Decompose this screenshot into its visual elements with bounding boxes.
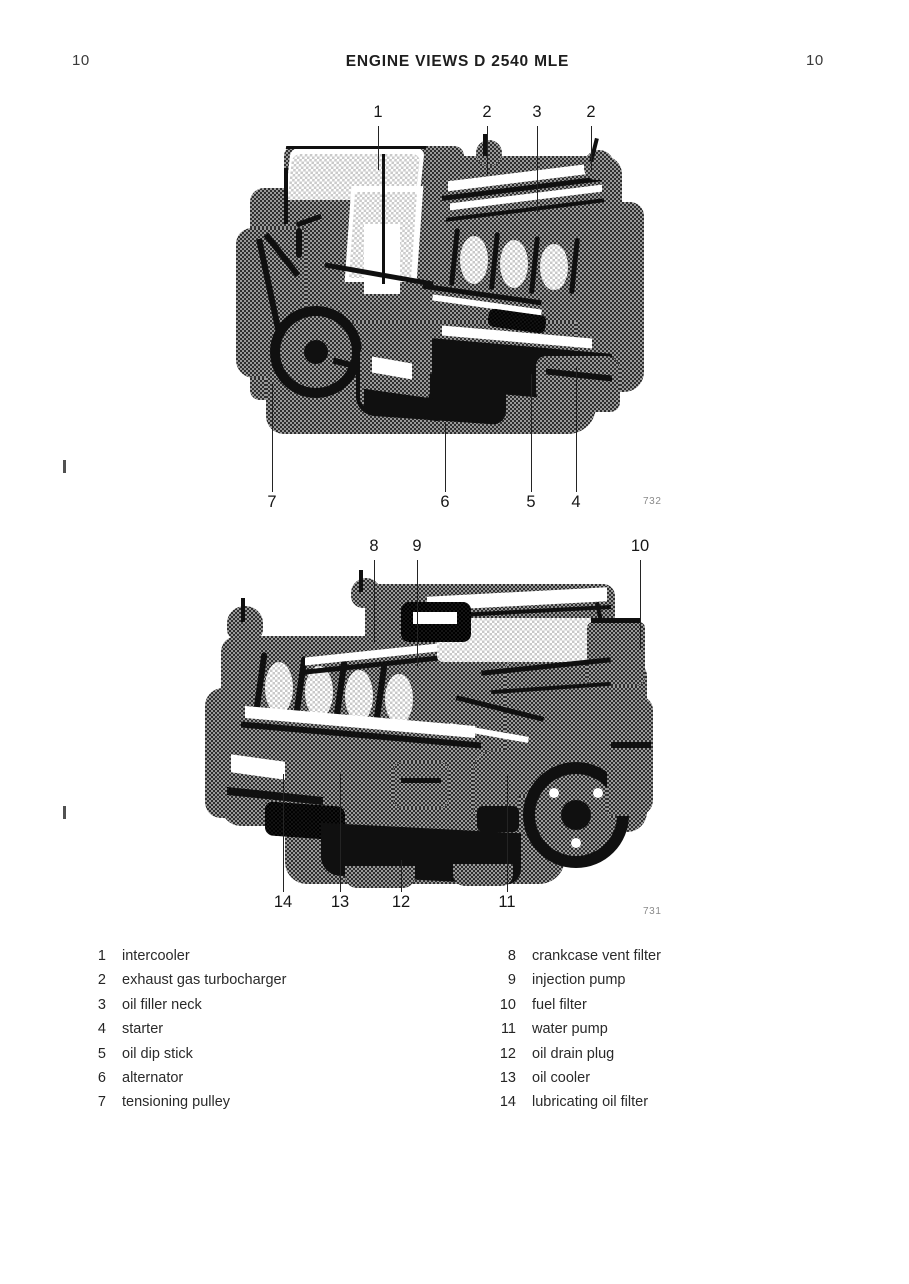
legend-item-label: alternator <box>122 1069 184 1086</box>
callout-4: 4 <box>571 493 581 511</box>
page-number-left: 10 <box>72 52 90 69</box>
callout-11: 11 <box>498 893 516 911</box>
callout-6: 6 <box>440 493 450 511</box>
leader-line-11 <box>507 774 508 892</box>
callout-12: 12 <box>391 893 411 911</box>
legend-item-label: crankcase vent filter <box>532 948 661 964</box>
parts-legend: 1 intercooler 2 exhaust gas turbocharger 3 oi… <box>0 948 909 1128</box>
callout-9: 9 <box>412 537 422 555</box>
leader-line-2b <box>591 126 592 170</box>
leader-line-9 <box>417 560 418 666</box>
legend-item-number: 6 <box>97 1069 106 1086</box>
callout-7: 7 <box>267 493 277 511</box>
leader-line-2a <box>487 126 488 174</box>
legend-item-label: starter <box>122 1021 164 1038</box>
legend-item-label: injection pump <box>532 972 626 989</box>
legend-item-number: 2 <box>97 972 106 989</box>
figure-engine-view-right-front: 1 2 3 2 7 6 5 4 732 <box>0 96 909 516</box>
legend-item-label: fuel filter <box>532 996 587 1013</box>
legend-item-label: exhaust gas turbocharger <box>122 972 287 989</box>
legend-item-number: 1 <box>97 948 106 964</box>
legend-item-number: 8 <box>507 948 516 964</box>
leader-line-1 <box>378 126 379 170</box>
figure-engine-view-left-rear: 8 9 10 14 13 12 11 731 <box>0 530 909 940</box>
margin-tick-upper <box>63 460 66 473</box>
leader-line-6 <box>445 422 446 492</box>
engine-photo-right-front <box>236 132 646 462</box>
page-number-right: 10 <box>806 52 824 69</box>
page-header: 10 ENGINE VIEWS D 2540 MLE 10 <box>0 52 909 74</box>
legend-item-label: oil filler neck <box>122 996 202 1013</box>
legend-item-label: oil dip stick <box>122 1045 193 1062</box>
leader-line-10 <box>640 560 641 650</box>
margin-tick-lower <box>63 806 66 819</box>
legend-item-number: 11 <box>500 1021 516 1038</box>
leader-line-14 <box>283 774 284 892</box>
legend-item-label: oil drain plug <box>532 1045 615 1062</box>
callout-2b: 2 <box>586 103 596 121</box>
leader-line-5 <box>531 374 532 492</box>
callout-2a: 2 <box>482 103 492 121</box>
leader-line-13 <box>340 774 341 892</box>
legend-item-number: 12 <box>499 1045 516 1062</box>
legend-item-label: water pump <box>532 1021 608 1038</box>
legend-item-number: 7 <box>97 1094 106 1111</box>
legend-item-label: tensioning pulley <box>122 1094 231 1111</box>
figure-reference-732: 732 <box>643 496 662 507</box>
page-title: ENGINE VIEWS D 2540 MLE <box>345 53 570 70</box>
leader-line-7 <box>272 384 273 492</box>
leader-line-3 <box>537 126 538 214</box>
legend-item-label: lubricating oil filter <box>532 1094 649 1111</box>
leader-line-8 <box>374 560 375 642</box>
callout-8: 8 <box>369 537 379 555</box>
callout-14: 14 <box>273 893 293 911</box>
engine-photo-left-rear <box>205 566 655 896</box>
callout-5: 5 <box>526 493 536 511</box>
legend-item-number: 9 <box>507 972 516 989</box>
legend-item-number: 14 <box>499 1094 516 1111</box>
legend-item-number: 4 <box>97 1021 106 1038</box>
legend-item-number: 3 <box>97 996 106 1013</box>
callout-10: 10 <box>630 537 650 555</box>
legend-item-number: 5 <box>97 1045 106 1062</box>
callout-3: 3 <box>532 103 542 121</box>
callout-13: 13 <box>330 893 350 911</box>
legend-item-number: 13 <box>499 1069 516 1086</box>
callout-1: 1 <box>373 103 383 121</box>
figure-reference-731: 731 <box>643 906 662 917</box>
legend-item-number: 10 <box>499 996 516 1013</box>
leader-line-4 <box>576 366 577 492</box>
legend-item-label: intercooler <box>122 948 190 964</box>
leader-line-12 <box>401 860 402 892</box>
legend-item-label: oil cooler <box>532 1069 591 1086</box>
